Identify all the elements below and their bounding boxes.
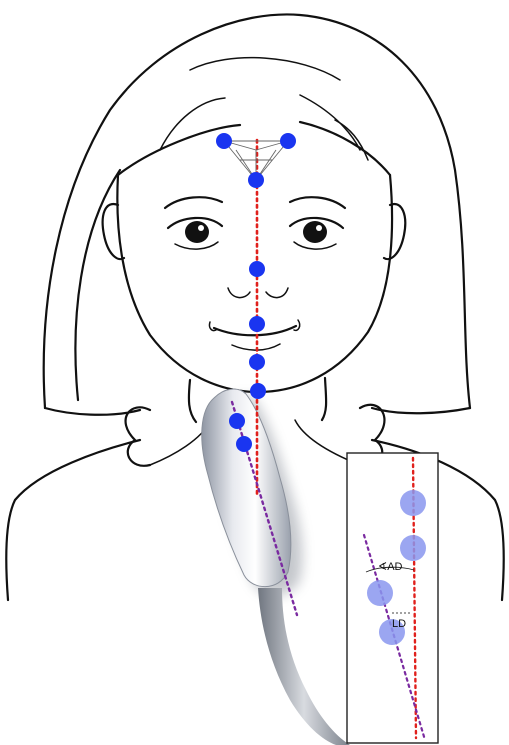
- landmark-point: [236, 436, 252, 452]
- left-pupil: [185, 221, 209, 243]
- face-outline: [103, 122, 406, 392]
- landmark-point: [249, 316, 265, 332]
- ultrasound-probe: [202, 389, 350, 745]
- inset-landmark: [400, 535, 426, 561]
- landmark-point: [248, 172, 264, 188]
- inset-panel: ∢AD LD: [347, 453, 438, 743]
- eyes: [165, 197, 345, 249]
- angle-label: ∢AD: [378, 561, 403, 573]
- distance-label: LD: [392, 618, 406, 630]
- landmark-point: [280, 133, 296, 149]
- landmark-point: [216, 133, 232, 149]
- inset-landmark: [400, 490, 426, 516]
- landmark-point: [249, 354, 265, 370]
- landmark-point: [249, 261, 265, 277]
- landmark-point: [229, 413, 245, 429]
- inset-landmark: [367, 580, 393, 606]
- probe-cable: [258, 588, 350, 745]
- right-pupil: [303, 221, 327, 243]
- inset-frame: [347, 453, 438, 743]
- landmark-point: [250, 383, 266, 399]
- probe-body: [202, 389, 291, 587]
